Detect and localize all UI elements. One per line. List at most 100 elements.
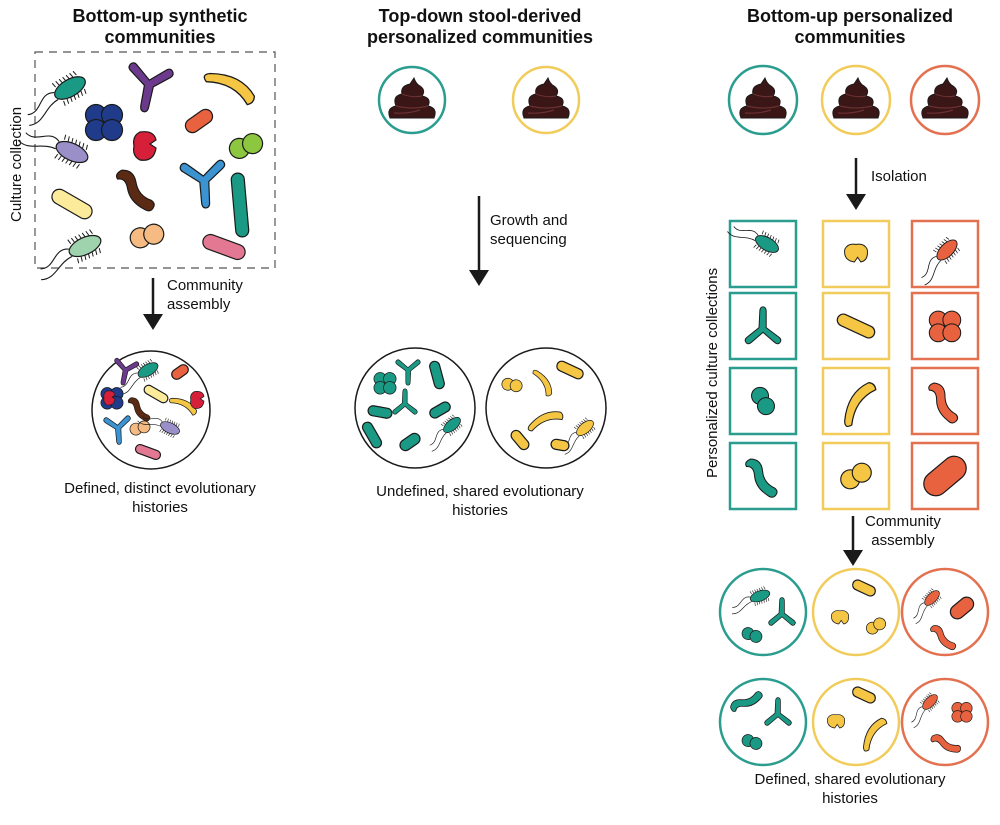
col2-step-line1: Growth and: [490, 212, 568, 229]
flagellated-bacterium-icon-body: [160, 421, 180, 435]
flagellated-bacterium-icon-pilus: [89, 229, 93, 234]
flagellated-bacterium-icon: [429, 414, 463, 452]
flagellated-bacterium-icon-pilus: [54, 153, 59, 159]
rod-bacterium-icon-body: [928, 382, 959, 424]
flagellated-bacterium-icon-pilus: [72, 70, 77, 76]
flagellated-bacterium-icon-flagella: [913, 602, 928, 624]
flagellated-bacterium-icon-pilus: [136, 366, 139, 370]
diplococcus-icon-cell: [749, 737, 763, 750]
col3-title: Bottom-up personalized communities: [725, 6, 975, 48]
dividing-cell-icon-body: [831, 610, 849, 625]
flagellated-bacterium-icon-pilus: [937, 700, 940, 703]
flagellated-bacterium-icon-pilus: [172, 435, 175, 439]
flagellated-bacterium-icon-pilus: [458, 425, 461, 429]
flagellated-bacterium-icon-flagella: [921, 255, 941, 286]
diplococcus-icon: [129, 223, 165, 249]
flagellated-bacterium-icon-pilus: [51, 82, 56, 88]
diplococcus-icon: [741, 627, 763, 643]
flagellated-bacterium-icon-body: [54, 76, 86, 100]
col1-title-line2: communities: [104, 27, 216, 47]
flagellated-bacterium-icon-pilus: [442, 422, 446, 425]
rod-bacterium-icon: [230, 172, 250, 238]
flagellated-bacterium-icon-pilus: [82, 143, 85, 149]
diplococcus-icon-cell: [749, 630, 763, 643]
culture-collection-box: [34, 51, 276, 269]
flagellated-bacterium-icon-pilus: [165, 417, 167, 421]
rod-bacterium-icon-body: [361, 421, 383, 449]
col1-title-line1: Bottom-up synthetic: [72, 6, 248, 26]
flagellated-bacterium-icon-pilus: [460, 423, 463, 427]
flagellated-bacterium-icon-pilus: [167, 418, 169, 422]
flagellated-bacterium-icon-pilus: [159, 429, 162, 432]
col1-title: Bottom-up synthetic communities: [40, 6, 280, 48]
rod-bacterium-icon-body: [923, 455, 967, 497]
flagellated-bacterium-icon-pilus: [752, 590, 755, 594]
diplococcus-icon-cell: [509, 379, 523, 393]
flagellated-bacterium-icon-pilus: [72, 162, 77, 168]
flagellated-bacterium-icon-pilus: [753, 244, 757, 248]
rod-bacterium-icon: [51, 188, 93, 220]
diplococcus-icon-cell: [851, 462, 872, 483]
coccus-cluster-icon: [928, 310, 962, 343]
rod-bacterium-icon: [930, 625, 957, 651]
flagellated-bacterium-icon-pilus: [921, 700, 924, 703]
flagellated-bacterium-icon-pilus: [582, 436, 585, 440]
flagellated-bacterium-icon-pilus: [944, 260, 948, 264]
flagellated-bacterium-icon-pilus: [927, 693, 931, 697]
flagellated-bacterium-icon-body: [443, 417, 461, 433]
flagellated-bacterium-icon-pilus: [584, 417, 588, 420]
flagellated-bacterium-icon-pilus: [147, 360, 151, 364]
rod-bacterium-icon-body: [143, 384, 169, 404]
stool-icon-shine: [393, 93, 429, 114]
rod-bacterium-icon: [143, 384, 169, 404]
flagellated-bacterium-icon-pilus: [923, 596, 926, 599]
rod-bacterium-icon: [949, 596, 975, 620]
branched-bacterium-icon: [128, 62, 174, 113]
rod-bacterium-icon: [399, 432, 421, 452]
rod-bacterium-icon: [550, 438, 570, 452]
flagellated-bacterium-icon-pilus: [63, 100, 66, 106]
flagellated-bacterium-icon-body: [936, 239, 958, 261]
flagellated-bacterium-icon: [17, 132, 89, 169]
col3-final-ring-c3-r2: [900, 677, 990, 767]
flagellated-bacterium-icon-pilus: [170, 434, 173, 438]
col3-step-line2: assembly: [871, 532, 935, 549]
flagellated-bacterium-icon-pilus: [161, 430, 164, 433]
rod-bacterium-icon-body: [852, 686, 876, 704]
flagellated-bacterium-icon-pilus: [768, 253, 773, 257]
flagellated-bacterium-icon-body: [922, 694, 938, 710]
isolate-box-c2-r4: [821, 441, 891, 511]
rod-bacterium-icon: [532, 369, 553, 397]
flagellated-bacterium-icon-pilus: [935, 701, 939, 705]
isolate-box-c1-r4: [728, 441, 798, 511]
flagellated-bacterium-icon-pilus: [178, 423, 180, 427]
diplococcus-icon: [129, 420, 151, 436]
rod-bacterium-icon: [730, 691, 763, 712]
rod-bacterium-icon-body: [844, 382, 877, 428]
diplococcus-icon: [751, 386, 775, 416]
flagellated-bacterium-icon-pilus: [766, 251, 770, 256]
coccus-cluster-icon-cell: [383, 381, 397, 395]
flagellated-bacterium-icon-flagella: [731, 596, 752, 615]
flagellated-bacterium-icon: [120, 358, 159, 395]
flagellated-bacterium-icon-body: [576, 420, 594, 436]
isolate-box-c2-r2: [821, 291, 891, 361]
col2-title-line1: Top-down stool-derived: [378, 6, 582, 26]
flagellated-bacterium-icon: [27, 70, 87, 126]
rod-bacterium-icon-body: [550, 438, 570, 452]
flagellated-bacterium-icon-pilus: [939, 596, 942, 599]
rod-bacterium-icon-body: [115, 169, 155, 212]
flagellated-bacterium-icon-body: [68, 234, 102, 258]
rod-bacterium-icon: [745, 458, 778, 498]
flagellated-bacterium-icon-flagella: [911, 706, 926, 728]
branched-bacterium-icon-body: [392, 388, 418, 415]
rod-bacterium-icon: [510, 429, 530, 451]
rod-bacterium-icon-body: [127, 397, 151, 422]
rod-bacterium-icon-body: [852, 579, 876, 597]
rod-bacterium-icon: [527, 411, 564, 432]
col1-caption-line2: histories: [132, 499, 188, 516]
rod-bacterium-icon-body: [836, 313, 876, 339]
rod-bacterium-icon-body: [527, 411, 564, 432]
branched-bacterium-icon: [395, 359, 421, 386]
flagellated-bacterium-icon-flagella: [429, 429, 447, 452]
